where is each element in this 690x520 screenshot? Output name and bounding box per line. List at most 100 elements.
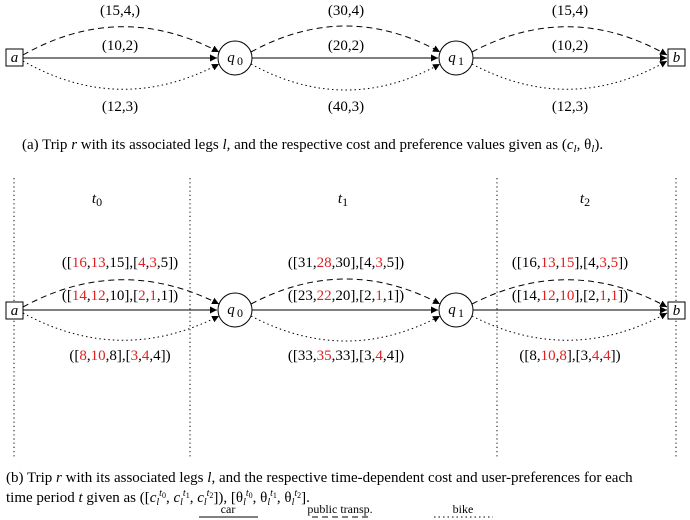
pref-value: 1	[161, 288, 169, 304]
node-q1-subscript: 1	[458, 54, 464, 68]
cost-value: 16	[72, 255, 88, 271]
node-q1-subscript-b: 1	[458, 306, 464, 320]
cost-value: 30	[335, 255, 350, 271]
node-b-box	[667, 48, 686, 67]
node-q0-label-b: q	[227, 302, 235, 318]
pref-value: 1	[375, 288, 383, 304]
edge-public-a-q0-b	[22, 279, 220, 308]
td-label-bike-seg2: ([33,35,33],[3,4,4])	[288, 348, 404, 364]
cost-value: 8	[529, 348, 537, 364]
td-label-public-seg1: ([16,13,15],[4,3,5])	[62, 255, 178, 271]
pref-value: 4	[387, 348, 395, 364]
pref-value: 5	[611, 255, 619, 271]
label-public-seg1: (15,4,)	[100, 3, 140, 19]
cost-value: 12	[541, 288, 556, 304]
td-label-public-seg2: ([31,28,30],[4,3,5])	[288, 255, 404, 271]
top-diagram: a q 0 q 1 b (15,4,) (10,2) (12,3) (30,4)…	[5, 3, 686, 155]
pref-value: 4	[603, 348, 611, 364]
node-q1-label: q	[448, 50, 456, 66]
cost-value: 8	[559, 348, 567, 364]
node-q0-label: q	[227, 50, 235, 66]
time-dependent-labels: ([16,13,15],[4,3,5]) ([14,12,10],[2,1,1])…	[62, 255, 628, 364]
edge-public-q1-b-b	[471, 279, 668, 308]
pref-value: 3	[375, 255, 383, 271]
pref-value: 5	[161, 255, 169, 271]
pref-value: 3	[581, 348, 589, 364]
cost-value: 23	[298, 288, 313, 304]
caption-a: (a) Trip r with its associated legs l, a…	[22, 137, 603, 155]
cost-value: 12	[91, 288, 106, 304]
node-b-box-b	[667, 301, 686, 320]
legend: car public transp. bike	[199, 502, 493, 518]
td-label-car-seg2: ([23,22,20],[2,1,1])	[288, 288, 404, 304]
cost-value: 33	[298, 348, 313, 364]
pref-value: 4	[364, 255, 372, 271]
td-label-public-seg3: ([16,13,15],[4,3,5])	[512, 255, 628, 271]
pref-value: 1	[387, 288, 395, 304]
cost-value: 8	[79, 348, 87, 364]
node-a-label: a	[11, 50, 19, 66]
node-b-label: b	[673, 50, 681, 66]
label-public-seg3: (15,4)	[552, 3, 588, 19]
pref-value: 4	[142, 348, 150, 364]
td-label-bike-seg1: ([8,10,8],[3,4,4])	[69, 348, 170, 364]
cost-value: 16	[522, 255, 538, 271]
cost-value: 20	[335, 288, 350, 304]
pref-value: 2	[138, 288, 146, 304]
label-bike-seg2: (40,3)	[328, 99, 364, 115]
label-car-seg1: (10,2)	[102, 38, 138, 54]
pref-value: 3	[131, 348, 139, 364]
cost-value: 10	[109, 288, 124, 304]
edge-bike-q1-b-b	[471, 312, 668, 341]
pref-value: 5	[387, 255, 395, 271]
node-q0-b	[217, 292, 253, 328]
pref-value: 1	[149, 288, 157, 304]
cost-value: 10	[559, 288, 574, 304]
edge-bike-q0-q1	[250, 63, 441, 91]
cost-value: 10	[541, 348, 556, 364]
period-label-t1: t1	[338, 191, 348, 209]
cost-value: 31	[298, 255, 313, 271]
node-q0	[217, 40, 253, 76]
label-car-seg3: (10,2)	[552, 38, 588, 54]
label-bike-seg1: (12,3)	[102, 99, 138, 115]
node-q1-label-b: q	[448, 302, 456, 318]
pref-value: 4	[592, 348, 600, 364]
pref-value: 2	[364, 288, 372, 304]
pref-value: 4	[588, 255, 596, 271]
cost-value: 13	[91, 255, 106, 271]
node-q1-b	[438, 292, 474, 328]
edge-bike-q0-q1-b	[250, 315, 441, 342]
pref-value: 1	[611, 288, 619, 304]
td-label-car-seg1: ([14,12,10],[2,1,1])	[62, 288, 178, 304]
node-q0-subscript: 0	[237, 54, 243, 68]
node-b-label-b: b	[673, 303, 681, 319]
label-public-seg2: (30,4)	[328, 3, 364, 19]
cost-value: 8	[109, 348, 117, 364]
edge-bike-a-q0	[22, 60, 220, 90]
cost-value: 33	[335, 348, 350, 364]
bottom-diagram: t0 t1 t2 a q 0 q 1 b ([16,13,15],[4,3,5]…	[5, 178, 686, 508]
label-bike-seg3: (12,3)	[552, 99, 588, 115]
node-q0-subscript-b: 0	[237, 306, 243, 320]
edge-public-q1-b	[471, 26, 668, 56]
cost-value: 14	[72, 288, 88, 304]
pref-value: 4	[153, 348, 161, 364]
node-q1	[438, 40, 474, 76]
cost-value: 14	[522, 288, 538, 304]
cost-value: 22	[317, 288, 332, 304]
td-label-car-seg3: ([14,12,10],[2,1,1])	[512, 288, 628, 304]
cost-value: 15	[109, 255, 124, 271]
pref-value: 4	[138, 255, 146, 271]
period-label-t2: t2	[580, 191, 590, 209]
pref-value: 4	[375, 348, 383, 364]
cost-value: 15	[559, 255, 574, 271]
edge-public-q0-q1-b	[250, 278, 441, 305]
legend-bike-label: bike	[453, 502, 474, 516]
pref-value: 3	[149, 255, 157, 271]
legend-public-label: public transp.	[307, 502, 372, 516]
cost-value: 10	[91, 348, 106, 364]
cost-value: 13	[541, 255, 556, 271]
cost-value: 28	[317, 255, 332, 271]
